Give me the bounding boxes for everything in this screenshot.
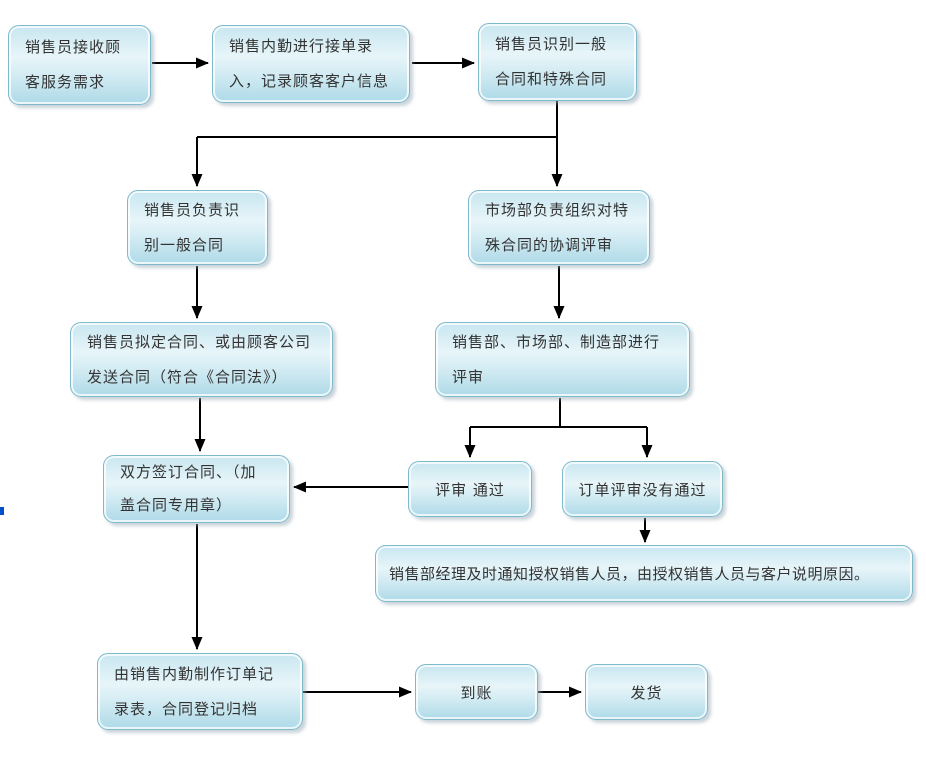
- flow-node-text: 录表，合同登记归档: [114, 699, 259, 718]
- flow-node-review-passed: 评审 通过: [408, 461, 532, 517]
- flow-node-text: 双方签订合同、（加: [120, 463, 257, 481]
- flow-node-text: 殊合同的协调评审: [485, 235, 614, 254]
- flow-node-text: 到账: [460, 683, 493, 702]
- flow-node-special-contract: 市场部负责组织对特 殊合同的协调评审: [468, 190, 650, 265]
- flow-node-text: 销售员拟定合同、或由顾客公司: [87, 332, 312, 351]
- flow-node-draft-contract: 销售员拟定合同、或由顾客公司 发送合同（符合《合同法》）: [70, 322, 333, 397]
- flow-node-text: 销售员识别一般: [495, 35, 608, 53]
- flow-node-text: 客服务需求: [25, 73, 106, 91]
- flow-node-receive-request: 销售员接收顾 客服务需求: [8, 25, 151, 105]
- flow-node-order-entry: 销售内勤进行接单录 入，记录顾客客户信息: [212, 25, 410, 103]
- flow-node-ship-goods: 发货: [585, 664, 708, 720]
- flow-node-text: 销售员接收顾: [25, 38, 122, 56]
- flow-node-text: 订单评审没有通过: [578, 480, 707, 499]
- flow-node-text: 评审 通过: [435, 480, 505, 499]
- flow-node-text: 市场部负责组织对特: [485, 200, 630, 219]
- flow-node-text: 别一般合同: [144, 235, 225, 254]
- flow-node-payment-received: 到账: [415, 664, 538, 720]
- flow-node-text: 评审: [452, 367, 485, 386]
- flow-node-text: 销售员负责识: [144, 200, 241, 219]
- flow-node-notify-customer: 销售部经理及时通知授权销售人员，由授权销售人员与客户说明原因。: [375, 545, 913, 602]
- flow-node-text: 销售部经理及时通知授权销售人员，由授权销售人员与客户说明原因。: [389, 565, 870, 583]
- flow-node-text: 发送合同（符合《合同法》）: [87, 367, 288, 386]
- flow-node-text: 合同和特殊合同: [495, 70, 608, 88]
- flow-node-text: 销售内勤进行接单录: [229, 37, 374, 55]
- flow-node-identify-contract: 销售员识别一般 合同和特殊合同: [478, 23, 637, 101]
- flow-node-general-contract: 销售员负责识 别一般合同: [127, 190, 268, 265]
- flow-node-text: 盖合同专用章）: [120, 496, 233, 514]
- flow-node-review-failed: 订单评审没有通过: [562, 461, 723, 517]
- stray-mark: [0, 507, 4, 515]
- flow-node-text: 由销售内勤制作订单记: [114, 664, 275, 683]
- flow-node-text: 销售部、市场部、制造部进行: [452, 332, 661, 351]
- flow-node-text: 发货: [630, 683, 663, 702]
- flow-node-text: 入，记录顾客客户信息: [229, 72, 390, 90]
- flow-node-order-record: 由销售内勤制作订单记 录表，合同登记归档: [97, 653, 303, 730]
- flow-node-sign-contract: 双方签订合同、（加 盖合同专用章）: [103, 455, 290, 523]
- flow-node-joint-review: 销售部、市场部、制造部进行 评审: [435, 322, 690, 397]
